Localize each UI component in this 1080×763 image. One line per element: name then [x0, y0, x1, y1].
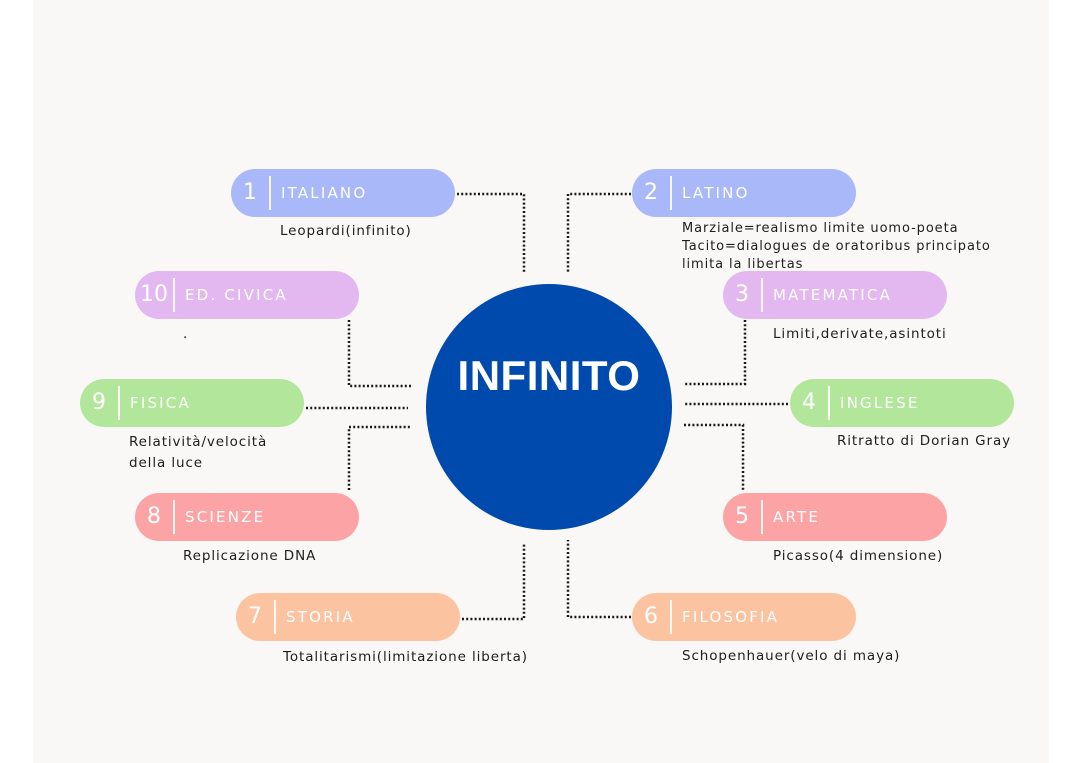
- connector-latino: [566, 192, 631, 272]
- note-line: Schopenhauer(velo di maya): [682, 648, 901, 664]
- topic-note-italiano: Leopardi(infinito): [280, 222, 412, 240]
- connector-matematica: [684, 320, 747, 386]
- note-line: della luce: [129, 455, 203, 471]
- topic-pill-latino: 2 LATINO: [632, 169, 856, 217]
- topic-pill-inglese: 4 INGLESE: [790, 379, 1014, 427]
- topic-label: INGLESE: [840, 394, 920, 412]
- topic-label: ED. CIVICA: [185, 286, 288, 304]
- topic-note-ed-civica: .: [183, 325, 188, 343]
- topic-label: SCIENZE: [185, 508, 266, 526]
- topic-note-scienze: Replicazione DNA: [183, 547, 316, 565]
- topic-note-arte: Picasso(4 dimensione): [773, 547, 943, 565]
- topic-label: ARTE: [773, 508, 821, 526]
- topic-label: MATEMATICA: [773, 286, 893, 304]
- note-line: Limiti,derivate,asintoti: [773, 326, 947, 342]
- topic-label: FILOSOFIA: [682, 608, 780, 626]
- topic-number: 5: [723, 500, 763, 534]
- connector-italiano: [457, 192, 526, 272]
- topic-note-filosofia: Schopenhauer(velo di maya): [682, 647, 900, 665]
- topic-note-matematica: Limiti,derivate,asintoti: [773, 325, 947, 343]
- note-line: Leopardi(infinito): [280, 223, 412, 239]
- topic-note-storia: Totalitarismi(limitazione liberta): [283, 648, 528, 666]
- topic-number: 6: [632, 600, 672, 634]
- note-line: .: [183, 326, 189, 342]
- topic-pill-fisica: 9 FISICA: [80, 379, 304, 427]
- note-line: Picasso(4 dimensione): [773, 548, 944, 564]
- note-line: Ritratto di Dorian Gray: [837, 433, 1012, 449]
- connector-ed-civica: [347, 320, 412, 388]
- topic-pill-scienze: 8 SCIENZE: [135, 493, 359, 541]
- topic-number: 2: [632, 176, 672, 210]
- topic-note-inglese: Ritratto di Dorian Gray: [837, 432, 1011, 450]
- topic-number: 9: [80, 386, 120, 420]
- connector-storia: [462, 543, 526, 621]
- note-line: Totalitarismi(limitazione liberta): [283, 649, 528, 665]
- topic-label: ITALIANO: [281, 184, 368, 202]
- note-line: Tacito=dialogues de oratoribus principat…: [682, 239, 991, 254]
- topic-number: 1: [231, 176, 271, 210]
- topic-label: STORIA: [286, 608, 355, 626]
- topic-pill-matematica: 3 MATEMATICA: [723, 271, 947, 319]
- note-line: Replicazione DNA: [183, 548, 317, 564]
- topic-number: 8: [135, 500, 175, 534]
- topic-note-latino: Marziale=realismo limite uomo-poeta Taci…: [682, 220, 991, 274]
- center-node: INFINITO: [426, 284, 672, 530]
- topic-label: FISICA: [130, 394, 191, 412]
- topic-pill-storia: 7 STORIA: [236, 593, 460, 641]
- connector-arte: [684, 423, 745, 490]
- connector-scienze: [347, 425, 410, 490]
- topic-pill-ed-civica: 10 ED. CIVICA: [135, 271, 359, 319]
- topic-label: LATINO: [682, 184, 750, 202]
- topic-number: 10: [135, 278, 175, 312]
- topic-pill-arte: 5 ARTE: [723, 493, 947, 541]
- note-line: Marziale=realismo limite uomo-poeta: [682, 221, 959, 236]
- topic-note-fisica: Relatività/velocità della luce: [129, 432, 267, 474]
- center-title: INFINITO: [457, 352, 641, 399]
- topic-pill-italiano: 1 ITALIANO: [231, 169, 455, 217]
- topic-number: 4: [790, 386, 830, 420]
- connector-filosofia: [566, 540, 631, 619]
- note-line: limita la libertas: [682, 257, 804, 272]
- topic-number: 3: [723, 278, 763, 312]
- topic-number: 7: [236, 600, 276, 634]
- topic-pill-filosofia: 6 FILOSOFIA: [632, 593, 856, 641]
- note-line: Relatività/velocità: [129, 434, 268, 450]
